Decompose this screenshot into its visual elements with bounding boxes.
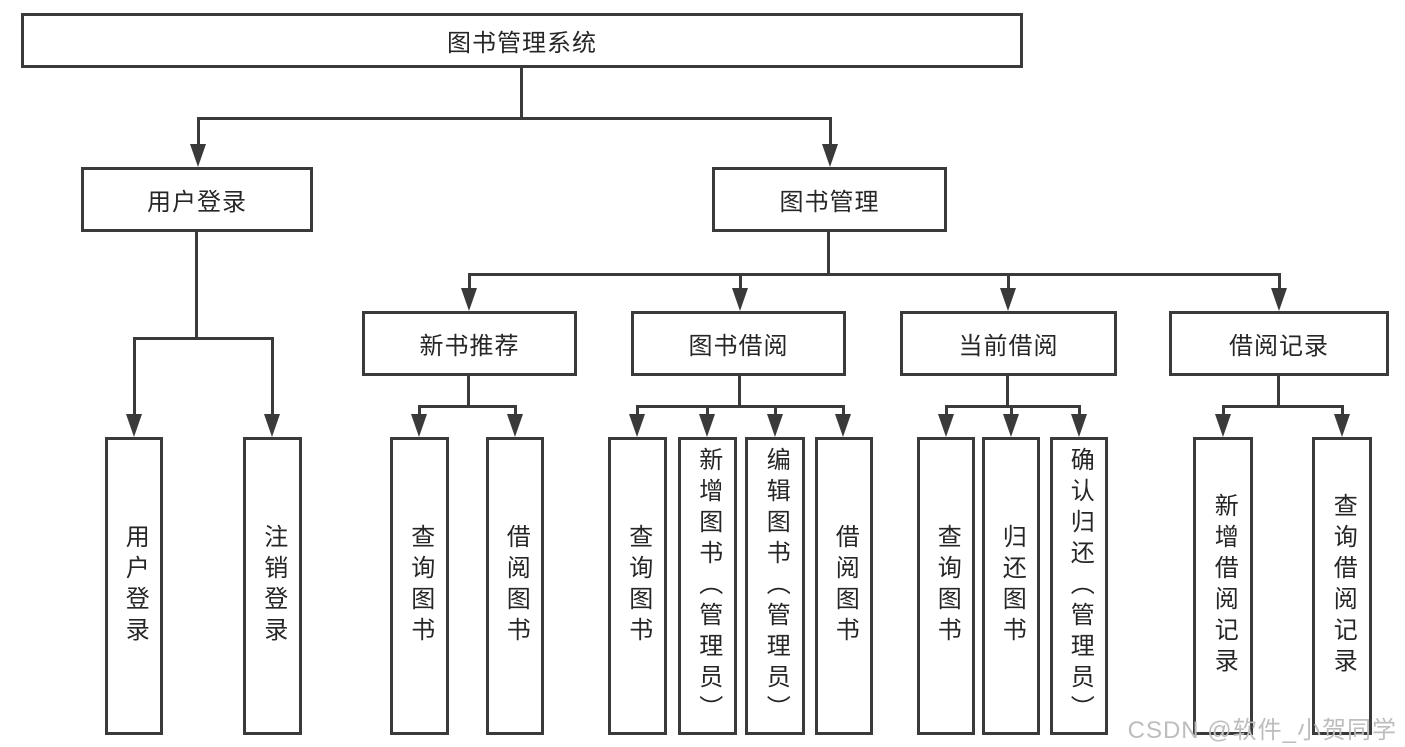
leaf-logout-label: 注销登录 bbox=[259, 524, 287, 648]
leaf-current-return-books: 归还图书 bbox=[982, 437, 1040, 735]
leaf-records-query-record: 查询借阅记录 bbox=[1312, 437, 1372, 735]
leaf-newbook-borrow-books: 借阅图书 bbox=[486, 437, 544, 735]
leaf-current-query-books: 查询图书 bbox=[917, 437, 975, 735]
connector-book-mgmt-stem bbox=[827, 232, 830, 276]
arrow-down-icon bbox=[264, 337, 280, 437]
connector-root-stem bbox=[520, 68, 523, 120]
node-library-system-label: 图书管理系统 bbox=[447, 30, 597, 57]
arrow-down-icon bbox=[1215, 405, 1231, 437]
connector-newbook-rail bbox=[418, 405, 517, 408]
connector-current-stem bbox=[1006, 376, 1009, 408]
leaf-logout: 注销登录 bbox=[243, 437, 302, 735]
arrow-down-icon bbox=[1003, 405, 1019, 437]
arrow-down-icon bbox=[835, 405, 851, 437]
arrow-down-icon bbox=[190, 117, 206, 167]
arrow-down-icon bbox=[411, 405, 427, 437]
connector-level3-rail bbox=[468, 273, 1281, 276]
node-new-book-recommend-label: 新书推荐 bbox=[419, 333, 520, 360]
leaf-newbook-query-books: 查询图书 bbox=[390, 437, 449, 735]
arrow-down-icon bbox=[507, 405, 523, 437]
node-borrowing-records: 借阅记录 bbox=[1169, 311, 1389, 376]
leaf-current-confirm-return-admin: 确认归还（管理员） bbox=[1050, 437, 1108, 735]
node-user-login-label: 用户登录 bbox=[147, 189, 247, 216]
arrow-down-icon bbox=[1071, 405, 1087, 437]
leaf-current-query-books-label: 查询图书 bbox=[933, 524, 961, 648]
connector-current-rail bbox=[945, 405, 1081, 408]
arrow-down-icon bbox=[732, 273, 748, 311]
node-new-book-recommend: 新书推荐 bbox=[362, 311, 577, 376]
arrow-down-icon bbox=[126, 337, 142, 437]
node-book-management: 图书管理 bbox=[712, 167, 947, 232]
leaf-newbook-query-books-label: 查询图书 bbox=[406, 524, 434, 648]
arrow-down-icon bbox=[1334, 405, 1350, 437]
node-borrowing-records-label: 借阅记录 bbox=[1229, 333, 1329, 360]
node-book-management-label: 图书管理 bbox=[779, 189, 880, 216]
leaf-user-login: 用户登录 bbox=[105, 437, 163, 735]
node-library-system: 图书管理系统 bbox=[21, 13, 1023, 68]
connector-borrowing-stem bbox=[738, 376, 741, 408]
leaf-borrowing-query-books-label: 查询图书 bbox=[624, 524, 652, 648]
leaf-borrowing-add-books-admin-label: 新增图书（管理员） bbox=[694, 446, 722, 726]
leaf-user-login-label: 用户登录 bbox=[121, 524, 149, 648]
connector-newbook-stem bbox=[467, 376, 470, 408]
connector-borrowing-rail bbox=[636, 405, 845, 408]
leaf-borrowing-borrow-books-label: 借阅图书 bbox=[831, 524, 859, 648]
connector-level1-rail bbox=[197, 117, 831, 120]
leaf-records-add-record: 新增借阅记录 bbox=[1193, 437, 1253, 735]
leaf-borrowing-add-books-admin: 新增图书（管理员） bbox=[678, 437, 737, 735]
connector-records-rail bbox=[1222, 405, 1344, 408]
arrow-down-icon bbox=[1271, 273, 1287, 311]
csdn-watermark: CSDN @软件_小贺同学 bbox=[1127, 717, 1397, 744]
node-book-borrowing: 图书借阅 bbox=[631, 311, 846, 376]
leaf-records-query-record-label: 查询借阅记录 bbox=[1329, 493, 1357, 679]
leaf-borrowing-edit-books-admin: 编辑图书（管理员） bbox=[745, 437, 805, 735]
node-user-login: 用户登录 bbox=[81, 167, 313, 232]
leaf-borrowing-query-books: 查询图书 bbox=[608, 437, 667, 735]
leaf-newbook-borrow-books-label: 借阅图书 bbox=[502, 524, 530, 648]
arrow-down-icon bbox=[938, 405, 954, 437]
leaf-records-add-record-label: 新增借阅记录 bbox=[1210, 493, 1238, 679]
arrow-down-icon bbox=[629, 405, 645, 437]
connector-user-login-rail bbox=[133, 337, 274, 340]
leaf-borrowing-borrow-books: 借阅图书 bbox=[815, 437, 873, 735]
leaf-borrowing-edit-books-admin-label: 编辑图书（管理员） bbox=[762, 446, 790, 726]
arrow-down-icon bbox=[699, 405, 715, 437]
connector-records-stem bbox=[1277, 376, 1280, 408]
node-current-borrowing-label: 当前借阅 bbox=[958, 333, 1059, 360]
arrow-down-icon bbox=[1000, 273, 1016, 311]
leaf-current-return-books-label: 归还图书 bbox=[998, 524, 1026, 648]
leaf-current-confirm-return-admin-label: 确认归还（管理员） bbox=[1066, 446, 1094, 726]
arrow-down-icon bbox=[822, 117, 838, 167]
arrow-down-icon bbox=[461, 273, 477, 311]
arrow-down-icon bbox=[767, 405, 783, 437]
connector-user-login-stem bbox=[195, 232, 198, 340]
node-current-borrowing: 当前借阅 bbox=[900, 311, 1117, 376]
node-book-borrowing-label: 图书借阅 bbox=[688, 333, 789, 360]
